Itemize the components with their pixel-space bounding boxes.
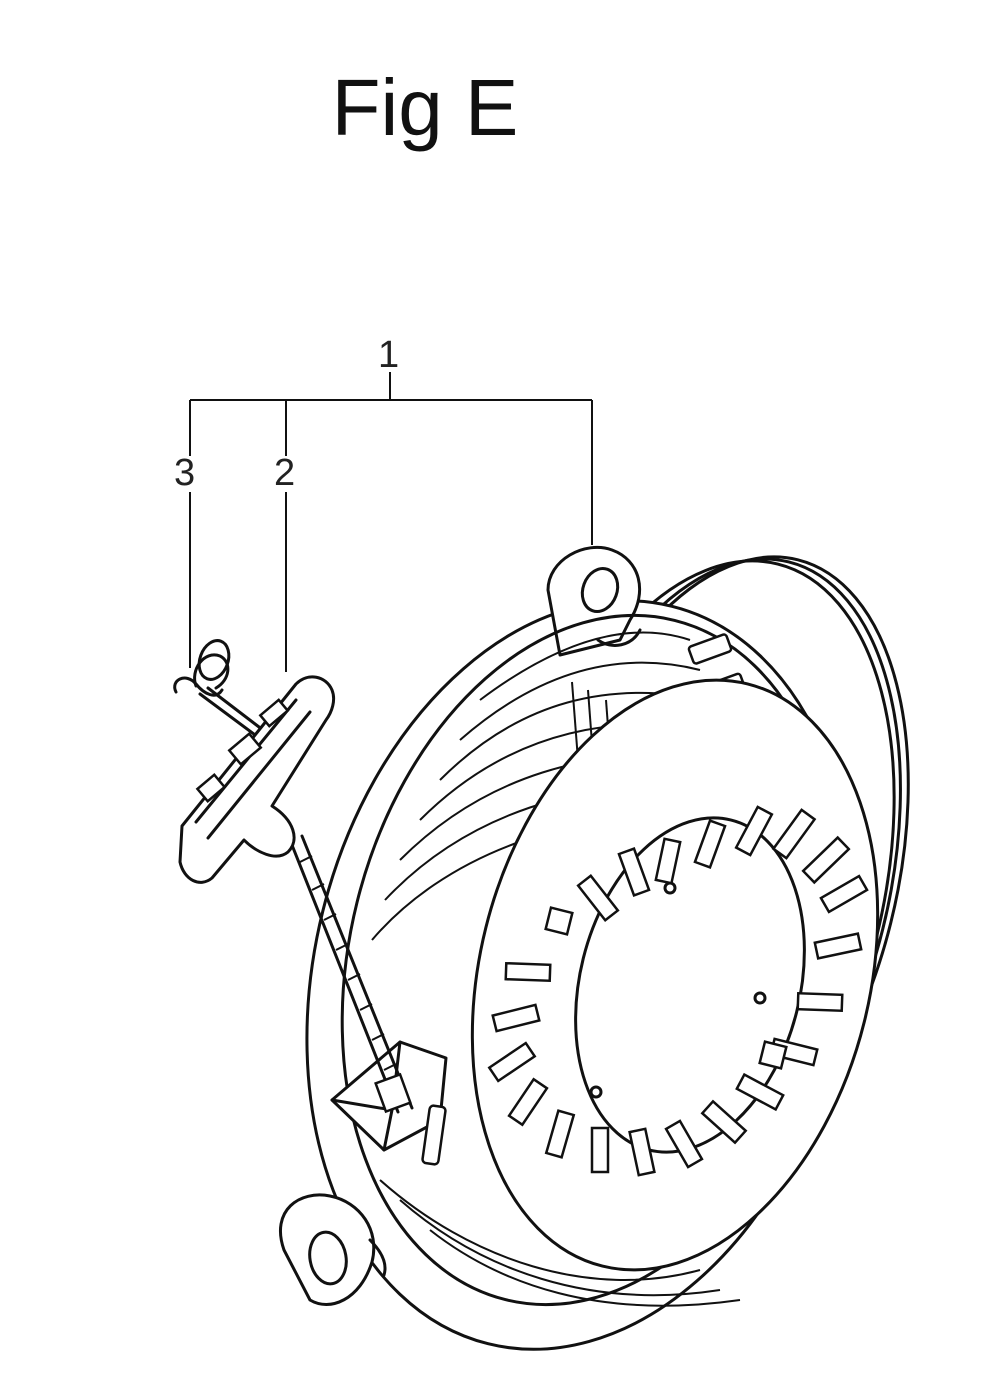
starter-rope-icon: [198, 686, 414, 1114]
figure-title: Fig E: [331, 63, 519, 152]
starter-handle-icon: [178, 675, 336, 884]
leader-lines: [189, 372, 593, 672]
callout-2: 2: [274, 452, 296, 494]
vent-slots: [487, 805, 869, 1177]
callout-1: 1: [378, 334, 400, 376]
recoil-starter-housing-icon: [278, 545, 910, 1351]
rope-knot-icon: [173, 639, 231, 697]
callout-3: 3: [174, 452, 196, 494]
